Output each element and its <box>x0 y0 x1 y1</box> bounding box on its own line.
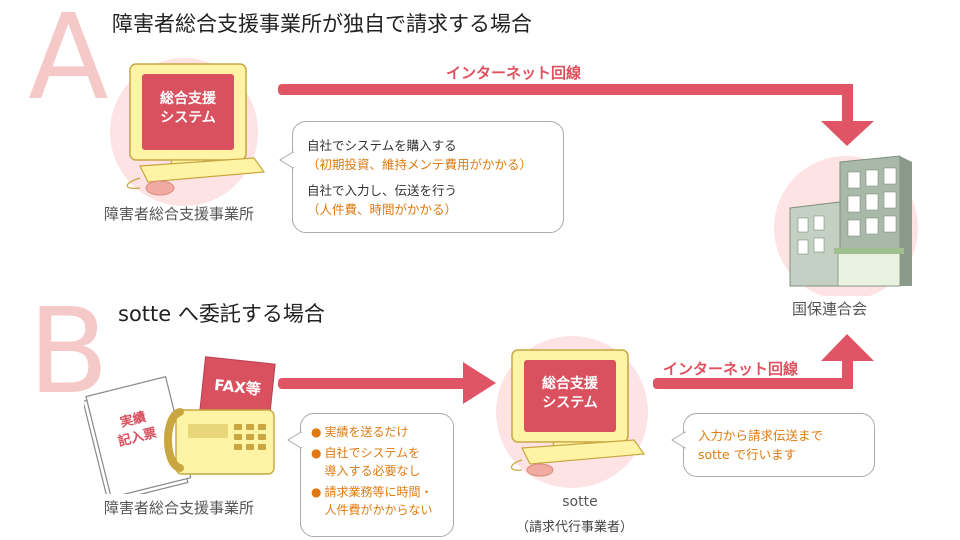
fax-illustration: 実績 記入票 FAX等 <box>84 356 276 494</box>
arrow-b-label: インターネット回線 <box>663 360 799 378</box>
bubble-a-line4: （人件費、時間がかかる） <box>307 202 458 218</box>
benefit-text: 請求業務等に時間・ <box>324 485 433 500</box>
section-letter-a: A <box>28 0 109 126</box>
bubble-a-line2: （初期投資、維持メンテ費用がかかる） <box>307 157 533 173</box>
keyboard <box>521 439 646 465</box>
bubble-a-tail <box>279 151 294 169</box>
document-text-line1: 実績 <box>118 409 147 431</box>
monitor-text-line2: システム <box>542 395 598 411</box>
section-a-office-label: 障害者総合支援事業所 <box>104 205 255 223</box>
computer-sotte-illustration: 総合支援 システム <box>496 336 648 488</box>
section-a-speech-bubble: 自社でシステムを購入する （初期投資、維持メンテ費用がかかる） 自社で入力し、伝… <box>292 121 564 233</box>
building-illustration <box>774 155 918 296</box>
monitor-screen <box>524 360 616 432</box>
destination-label: 国保連合会 <box>792 300 868 318</box>
arrow-a <box>278 84 874 146</box>
bubble-b-tail <box>287 431 302 449</box>
building-entrance <box>837 251 901 287</box>
section-b-benefits-bubble: ● 実績を送るだけ ● 自社でシステムを導入する必要なし ● 請求業務等に時間・… <box>300 413 454 537</box>
document-sheet: 実績 記入票 <box>84 375 192 494</box>
monitor-text-line1: 総合支援 <box>160 90 217 107</box>
arrow-a-label: インターネット回線 <box>446 64 582 82</box>
bubble-a-line1: 自社でシステムを購入する <box>307 138 457 153</box>
arrow-b-sotte-to-building <box>653 334 874 389</box>
benefit-text: 人件費がかからない <box>324 502 433 517</box>
bubble-c-tail <box>671 431 686 449</box>
monitor-text-line2: システム <box>160 110 216 126</box>
section-b-title: sotte へ委託する場合 <box>118 302 325 326</box>
benefit-text: 実績を送るだけ <box>324 425 409 439</box>
section-letter-b: B <box>28 282 109 420</box>
monitor-screen <box>142 74 234 150</box>
computer-a-illustration: 総合支援 システム <box>110 58 266 206</box>
mouse <box>526 463 554 477</box>
fax-handset <box>164 408 184 472</box>
arrow-b-fax-to-sotte <box>278 362 496 404</box>
benefit-item: ● 請求業務等に時間・人件費がかからない <box>311 485 433 517</box>
bubble-b-line2: sotte で行います <box>698 447 797 463</box>
benefit-item: ● 実績を送るだけ <box>311 424 445 441</box>
fax-label: FAX等 <box>213 376 261 399</box>
benefit-item: ● 自社でシステムを導入する必要なし <box>311 446 421 478</box>
benefit-text: 自社でシステムを <box>324 446 421 461</box>
benefit-text: 導入する必要なし <box>324 463 421 478</box>
section-b-office-label: 障害者総合支援事業所 <box>104 499 255 517</box>
fax-paper: FAX等 <box>198 356 276 425</box>
monitor-text-line1: 総合支援 <box>542 375 599 392</box>
bubble-a-line3: 自社で入力し、伝送を行う <box>307 182 458 198</box>
mouse <box>145 180 175 196</box>
section-b-sotte-bubble: 入力から請求伝送まで sotte で行います <box>683 413 875 477</box>
keyboard <box>139 157 266 183</box>
fax-body <box>175 409 275 475</box>
section-a-title: 障害者総合支援事業所が独自で請求する場合 <box>112 12 532 36</box>
bubble-b-line1: 入力から請求伝送まで <box>698 428 824 443</box>
agent-name: sotte <box>562 494 598 510</box>
agent-role: （請求代行事業者） <box>516 520 634 535</box>
